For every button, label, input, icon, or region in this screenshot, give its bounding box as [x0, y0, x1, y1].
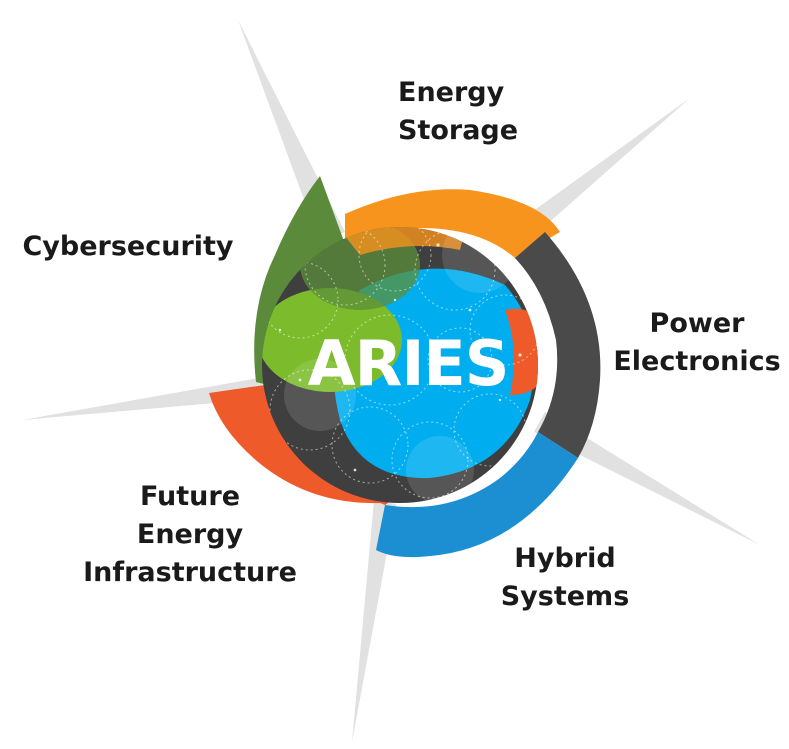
label-power-electronics: Power Electronics	[612, 305, 782, 381]
label-future-energy-infrastructure: Future Energy Infrastructure	[70, 478, 310, 592]
label-energy-storage: Energy Storage	[398, 74, 519, 150]
future-energy-infrastructure-arc	[209, 385, 392, 505]
label-line: Future	[139, 481, 241, 512]
core-disc	[262, 227, 538, 503]
label-line: Power	[649, 308, 745, 339]
hybrid-systems-arc	[376, 432, 578, 558]
label-line: Systems	[500, 581, 630, 612]
segment-arcs	[209, 176, 601, 558]
label-line: Infrastructure	[83, 557, 297, 588]
label-line: Energy	[398, 77, 505, 108]
core-green-region	[262, 288, 402, 392]
label-line: Electronics	[613, 346, 781, 377]
ray-left	[22, 376, 272, 420]
label-hybrid-systems: Hybrid Systems	[490, 540, 640, 616]
ray-bottom	[352, 500, 396, 742]
cybersecurity-arc	[254, 176, 345, 385]
label-line: Cybersecurity	[22, 231, 234, 262]
label-line: Storage	[398, 115, 519, 146]
label-cybersecurity: Cybersecurity	[18, 228, 238, 266]
ray-top-right	[504, 98, 690, 248]
power-electronics-arc	[515, 232, 601, 458]
ray-right	[534, 412, 760, 545]
energy-storage-arc	[345, 189, 560, 258]
label-line: Hybrid	[514, 543, 616, 574]
label-line: Energy	[136, 519, 244, 550]
center-title: ARIES	[308, 327, 509, 400]
